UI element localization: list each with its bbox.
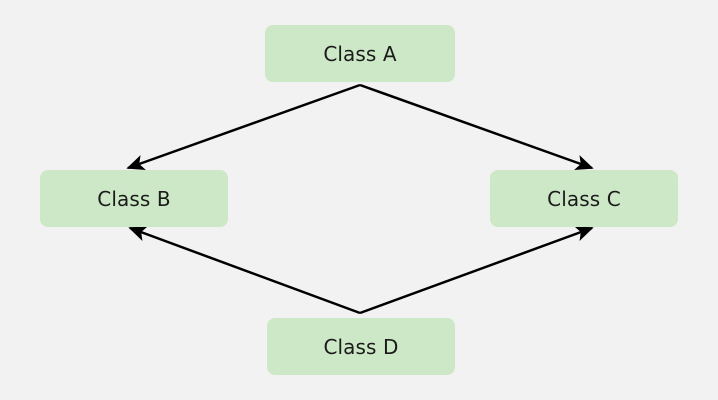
node-class-a-label: Class A: [323, 41, 397, 66]
node-class-b-label: Class B: [97, 186, 171, 211]
edge-a-to-b: [126, 83, 361, 171]
edge-d-to-c: [359, 226, 594, 315]
edge-a-to-c: [359, 83, 594, 171]
node-class-d[interactable]: Class D: [267, 318, 455, 375]
edge-d-to-b: [128, 226, 361, 315]
node-class-c[interactable]: Class C: [490, 170, 678, 227]
node-class-a[interactable]: Class A: [265, 25, 455, 82]
node-class-c-label: Class C: [547, 186, 621, 211]
node-class-b[interactable]: Class B: [40, 170, 228, 227]
node-class-d-label: Class D: [323, 334, 399, 359]
